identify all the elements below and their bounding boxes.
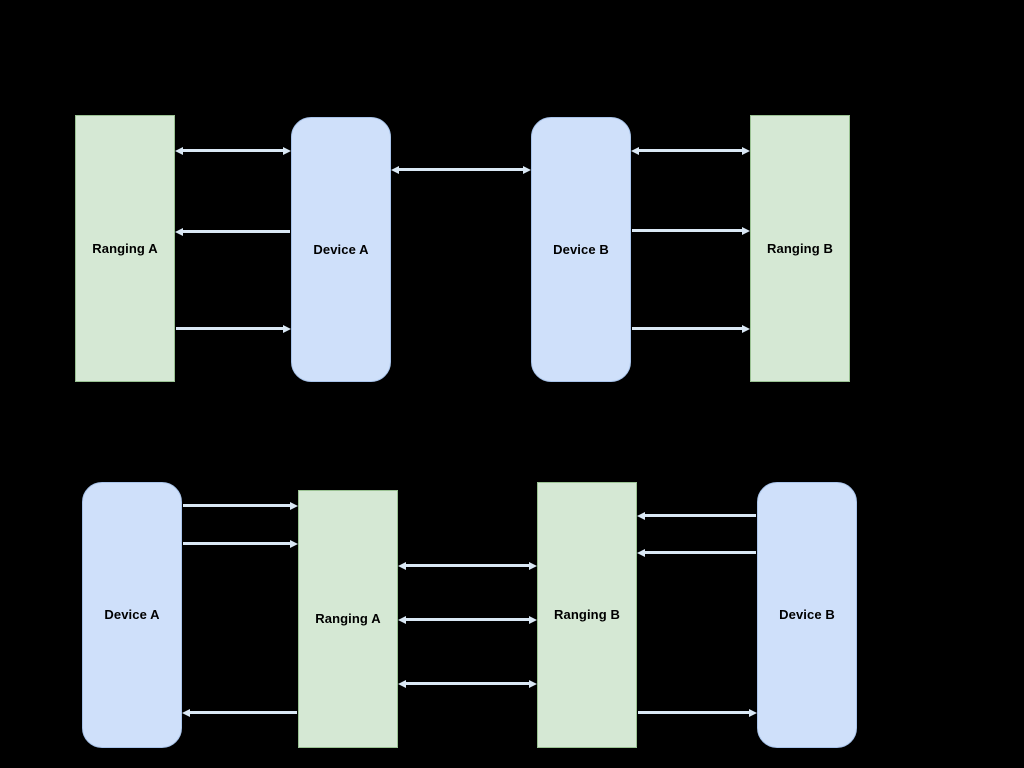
arrowhead-left-icon	[637, 548, 645, 557]
edge-bottom-device-b-to-bottom-ranging-b	[637, 511, 756, 520]
edge-shaft	[643, 514, 756, 517]
edge-shaft	[188, 711, 297, 714]
node-bottom-ranging-b[interactable]: Ranging B	[537, 482, 637, 748]
edge-bottom-device-b-to-bottom-ranging-b	[637, 548, 756, 557]
edge-shaft	[404, 618, 531, 621]
node-label: Ranging B	[554, 607, 620, 623]
edge-shaft	[404, 564, 531, 567]
arrowhead-left-icon	[398, 615, 406, 624]
node-label: Device B	[779, 607, 835, 623]
arrowhead-left-icon	[182, 708, 190, 717]
arrowhead-right-icon	[529, 615, 537, 624]
edge-bottom-ranging-b-to-bottom-device-b	[638, 708, 757, 717]
arrowhead-right-icon	[290, 501, 298, 510]
edge-shaft	[643, 551, 756, 554]
arrowhead-right-icon	[290, 539, 298, 548]
arrowhead-right-icon	[749, 708, 757, 717]
node-label: Ranging A	[315, 611, 381, 627]
edge-bottom-device-a-to-bottom-ranging-a	[183, 501, 298, 510]
edge-bottom-ranging-a-to-bottom-ranging-b	[398, 679, 537, 688]
edge-bottom-device-a-to-bottom-ranging-a	[183, 539, 298, 548]
edge-shaft	[183, 542, 292, 545]
arrowhead-left-icon	[398, 561, 406, 570]
arrowhead-left-icon	[637, 511, 645, 520]
edge-shaft	[404, 682, 531, 685]
arrowhead-right-icon	[529, 561, 537, 570]
edge-bottom-ranging-a-to-bottom-device-a	[182, 708, 297, 717]
arrowhead-left-icon	[398, 679, 406, 688]
edge-shaft	[183, 504, 292, 507]
edge-bottom-ranging-a-to-bottom-ranging-b	[398, 615, 537, 624]
edge-bottom-ranging-a-to-bottom-ranging-b	[398, 561, 537, 570]
node-label: Device A	[104, 607, 160, 623]
node-bottom-device-a[interactable]: Device A	[82, 482, 182, 748]
arrowhead-right-icon	[529, 679, 537, 688]
node-bottom-device-b[interactable]: Device B	[757, 482, 857, 748]
edge-shaft	[638, 711, 751, 714]
node-bottom-ranging-a[interactable]: Ranging A	[298, 490, 398, 748]
